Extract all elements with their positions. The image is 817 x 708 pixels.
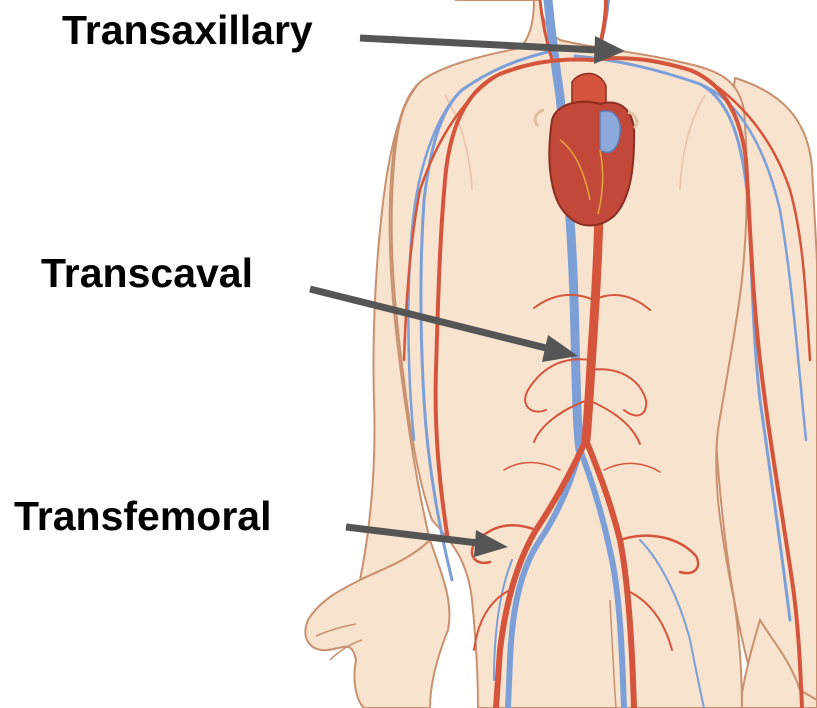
transcaval-label: Transcaval <box>41 253 253 294</box>
transfemoral-label: Transfemoral <box>14 496 272 537</box>
transaxillary-label: Transaxillary <box>62 10 313 51</box>
